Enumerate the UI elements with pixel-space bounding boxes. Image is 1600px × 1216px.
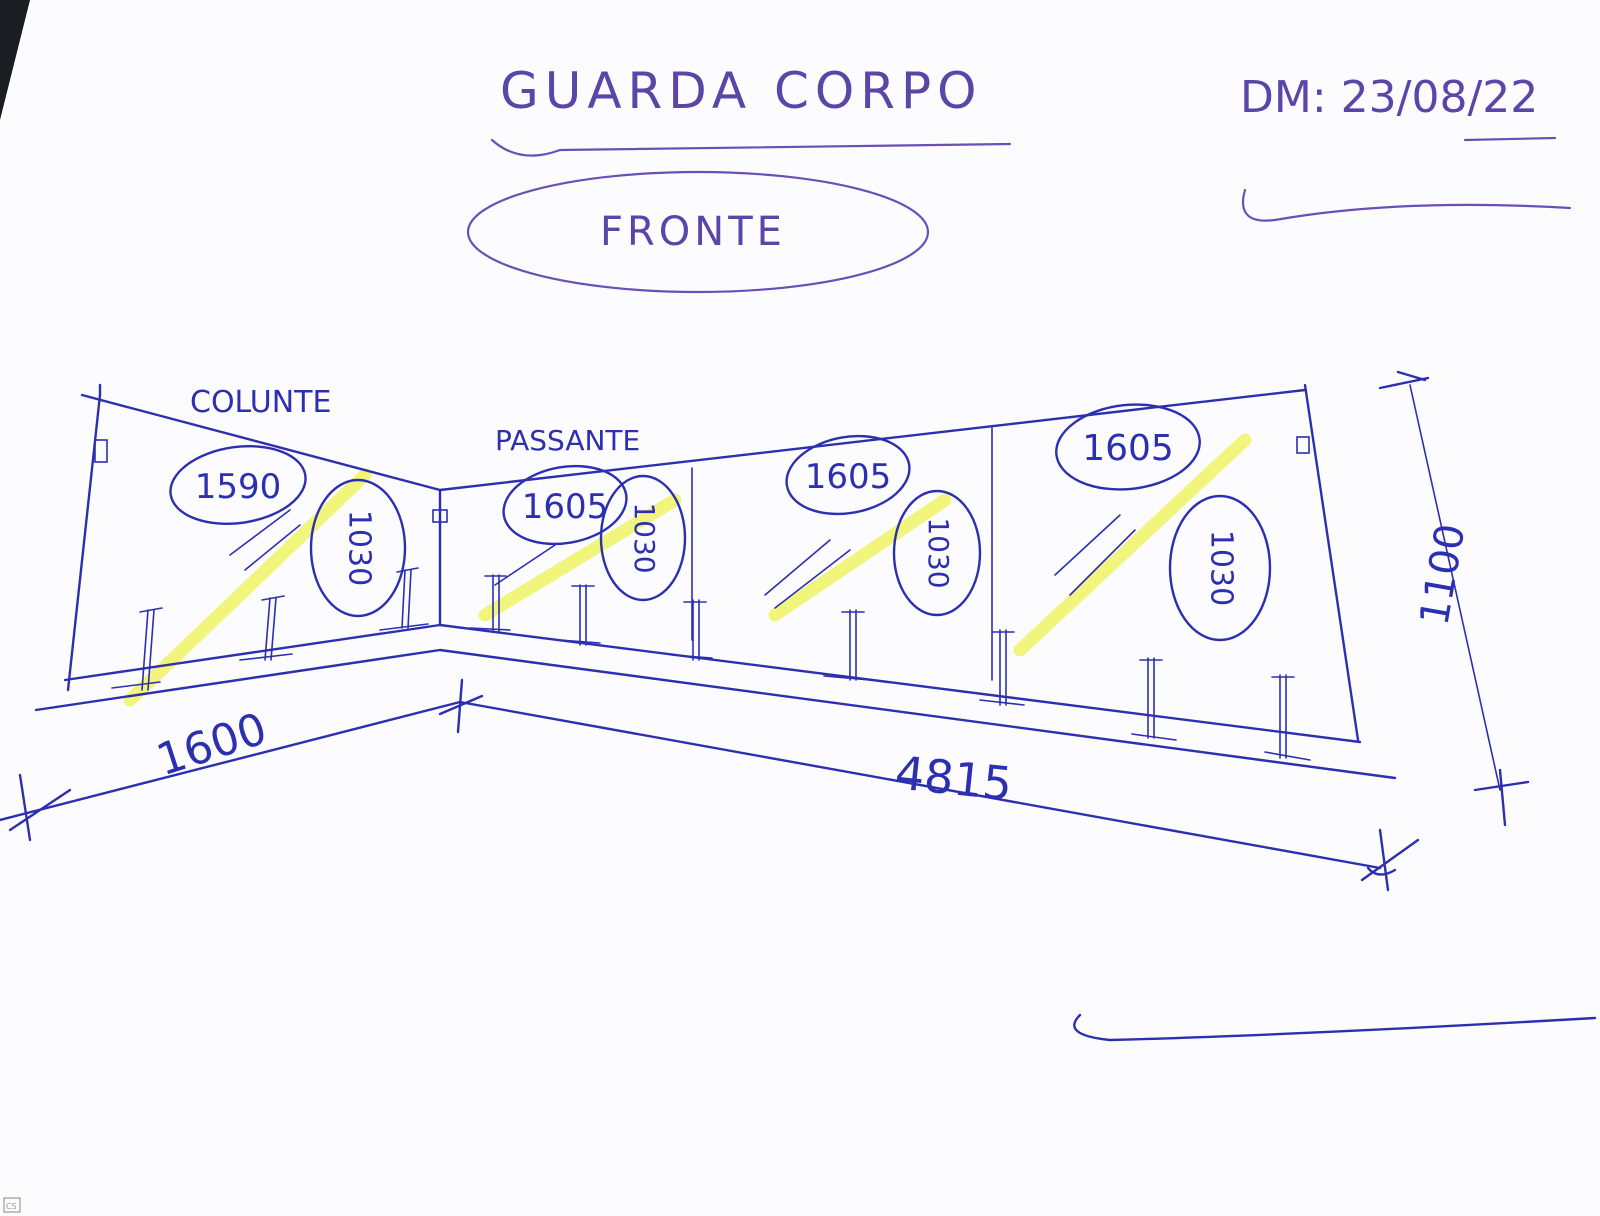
height-dimension: 1100 [1412,521,1475,629]
dimension-tick-right [1360,828,1420,892]
panel-height-tag: 1030 [309,478,407,618]
panel-height-value: 1030 [1204,530,1239,606]
bracket-square [432,509,448,523]
height-dimension-line [1409,384,1501,791]
panel-width-value: 1605 [805,457,892,497]
passante-label: PASSANTE [495,424,640,457]
highlight-stroke [768,493,952,622]
highlight-stroke [1013,433,1252,657]
left-run-dimension: 1600 [151,703,273,786]
bracket-square [1296,436,1310,454]
panel-width-value: 1605 [1082,428,1174,469]
scanner-logo [3,1197,21,1213]
panel-width-tag: 1605 [502,464,628,546]
view-label: FRONTE [600,209,786,255]
drawing-title: GUARDA CORPO [500,62,983,120]
panel-width-value: 1605 [522,487,609,527]
panel-width-value: 1590 [195,467,282,507]
base-line-upper [63,623,1362,744]
dimension-hook [1366,866,1397,876]
right-end-post [1303,383,1360,742]
dimension-line [0,700,1382,870]
dimension-tick-middle [438,678,484,734]
title-underline [490,138,1012,157]
highlight-stroke [478,493,682,622]
base-line-lower [34,648,1397,780]
panel-height-value: 1030 [922,517,955,588]
page-corner-shadow [0,0,30,120]
panel-height-value: 1030 [628,502,661,573]
panel-width-tag: 1590 [169,444,307,526]
right-run-dimension: 4815 [893,745,1015,811]
panel-width-tag: 1605 [1055,403,1201,491]
stanchion-group [111,567,1311,761]
height-tick-top [1378,370,1430,390]
panel-width-tag: 1605 [785,434,911,516]
dimension-tick-left [8,773,72,842]
date-swoosh [1241,188,1572,222]
panel-height-value: 1030 [342,510,377,586]
date-underline [1463,136,1557,142]
height-tick-bottom [1473,768,1530,827]
view-oval [466,170,930,294]
scanner-badge: CS [6,1202,17,1211]
panel-height-tag: 1030 [1168,494,1272,642]
date-label: DM: 23/08/22 [1240,72,1538,123]
glass-hatching [229,509,1136,609]
signature-swoosh [1073,1013,1597,1042]
panel-height-tag: 1030 [892,489,982,617]
bracket-square [94,439,108,463]
column-label: COLUNTE [190,385,331,420]
highlight-stroke [123,468,372,707]
panel-height-tag: 1030 [599,474,687,602]
